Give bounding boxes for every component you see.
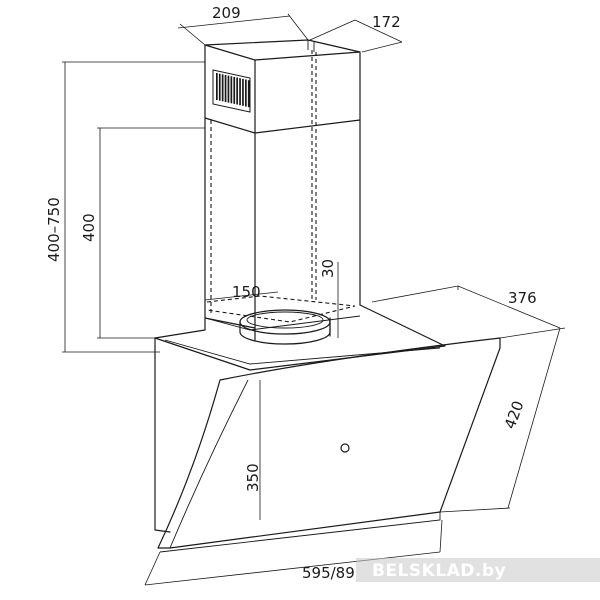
dim-172-line [309,19,403,53]
label-hood-width: 595/89 [302,564,355,582]
dim-width-line [144,519,443,586]
label-chimney-width: 209 [212,4,241,22]
vent-slat [218,73,221,101]
label-body-height: 350 [244,463,262,492]
vent-slat [247,80,250,108]
watermark-text: BELSKLAD.by [372,561,506,581]
watermark: BELSKLAD.by [356,558,600,582]
label-outlet-offset: 30 [319,259,337,278]
hood-glass-panel [157,337,501,549]
vent-slat [216,73,218,100]
dim-400-line [97,127,205,339]
chimney-top-face [204,39,361,61]
label-hood-depth: 376 [508,289,537,307]
label-panel-height: 420 [501,398,528,431]
dim-420-line [439,327,566,513]
label-total-height: 400–750 [45,197,63,262]
dim-376-line [371,285,561,329]
vent-slat [227,75,230,103]
mounting-plate-outline [206,295,356,323]
vent-slat [233,76,236,104]
glass-panel-inner-curve [169,379,249,549]
chimney-upper-front-face [204,44,256,134]
label-outlet-diameter: 150 [232,283,261,301]
label-chimney-height: 400 [80,213,98,242]
vent-slat [239,78,241,106]
dim-400-750-line [62,61,205,353]
outlet-collar [239,321,331,345]
chimney-lower-front-face [204,117,256,329]
glass-panel-lower-edge [159,512,441,553]
hood-top [154,295,446,371]
vent-slat [245,79,247,107]
dim-150-line [204,291,279,301]
chimney-upper-inner-edge [307,40,315,52]
chimney [204,39,361,329]
vent-grille-icon [212,69,251,113]
label-chimney-depth: 172 [372,13,401,31]
vent-slat [230,76,233,104]
dimension-lines [62,13,566,586]
vent-slat [224,75,227,102]
hood-top-plate [154,304,446,371]
vent-slat [236,77,238,105]
watermark-bg [356,558,600,582]
vent-slat [242,78,244,106]
dim-209-line [177,13,309,46]
outlet-ring-inner [246,311,324,329]
vent-slat [221,74,224,102]
outlet-ring-outer [239,309,331,335]
hood-back-left-panel [154,337,171,533]
hood-body [154,337,501,553]
control-button-icon [340,443,350,453]
chimney-upper-side-face [254,51,361,134]
